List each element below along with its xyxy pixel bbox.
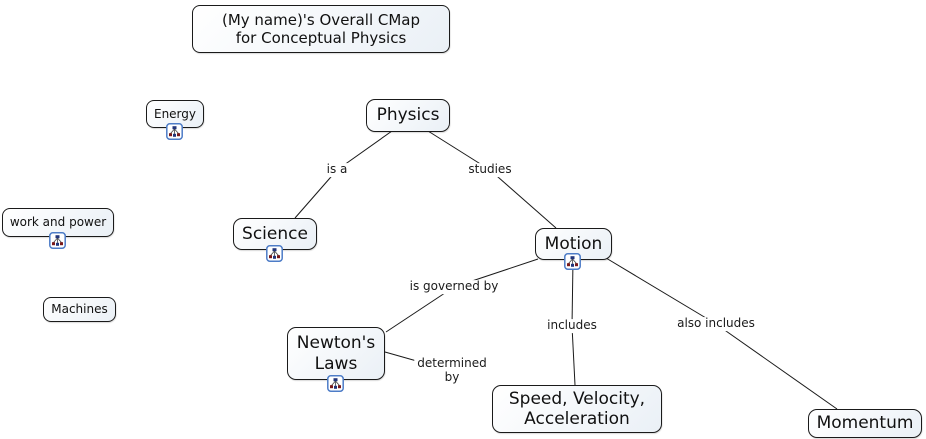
line-motion-alsoincludes: [605, 257, 717, 325]
concept-node-title[interactable]: (My name)'s Overall CMap for Conceptual …: [192, 5, 450, 53]
link-label-includes[interactable]: includes: [544, 318, 600, 333]
line-governed-newtons: [385, 286, 455, 333]
concept-node-motion[interactable]: Motion: [535, 228, 612, 260]
concept-map-icon-newtons-laws[interactable]: [327, 375, 344, 392]
line-includes-speed: [571, 325, 576, 386]
link-label-is-governed-by[interactable]: is governed by: [406, 279, 502, 294]
concept-map-icon-energy[interactable]: [166, 123, 183, 140]
line-studies-motion: [489, 169, 557, 229]
link-label-determined-by[interactable]: determined by: [414, 356, 490, 385]
concept-map-icon-work-and-power[interactable]: [49, 232, 66, 249]
line-alsoincludes-momentum: [715, 323, 838, 410]
link-label-studies[interactable]: studies: [465, 162, 515, 177]
concept-node-speed-velocity-acceleration[interactable]: Speed, Velocity, Acceleration: [492, 385, 662, 433]
line-motion-includes: [571, 259, 574, 327]
link-label-is-a[interactable]: is a: [323, 162, 351, 177]
concept-node-momentum[interactable]: Momentum: [808, 409, 922, 438]
concept-node-newtons-laws[interactable]: Newton's Laws: [287, 327, 385, 380]
concept-node-physics[interactable]: Physics: [366, 99, 450, 132]
concept-map-icon-motion[interactable]: [564, 253, 581, 270]
line-isa-science: [294, 169, 338, 219]
concept-node-machines[interactable]: Machines: [43, 297, 116, 322]
concept-map-icon-science[interactable]: [266, 245, 283, 262]
link-label-also-includes[interactable]: also includes: [674, 316, 758, 331]
